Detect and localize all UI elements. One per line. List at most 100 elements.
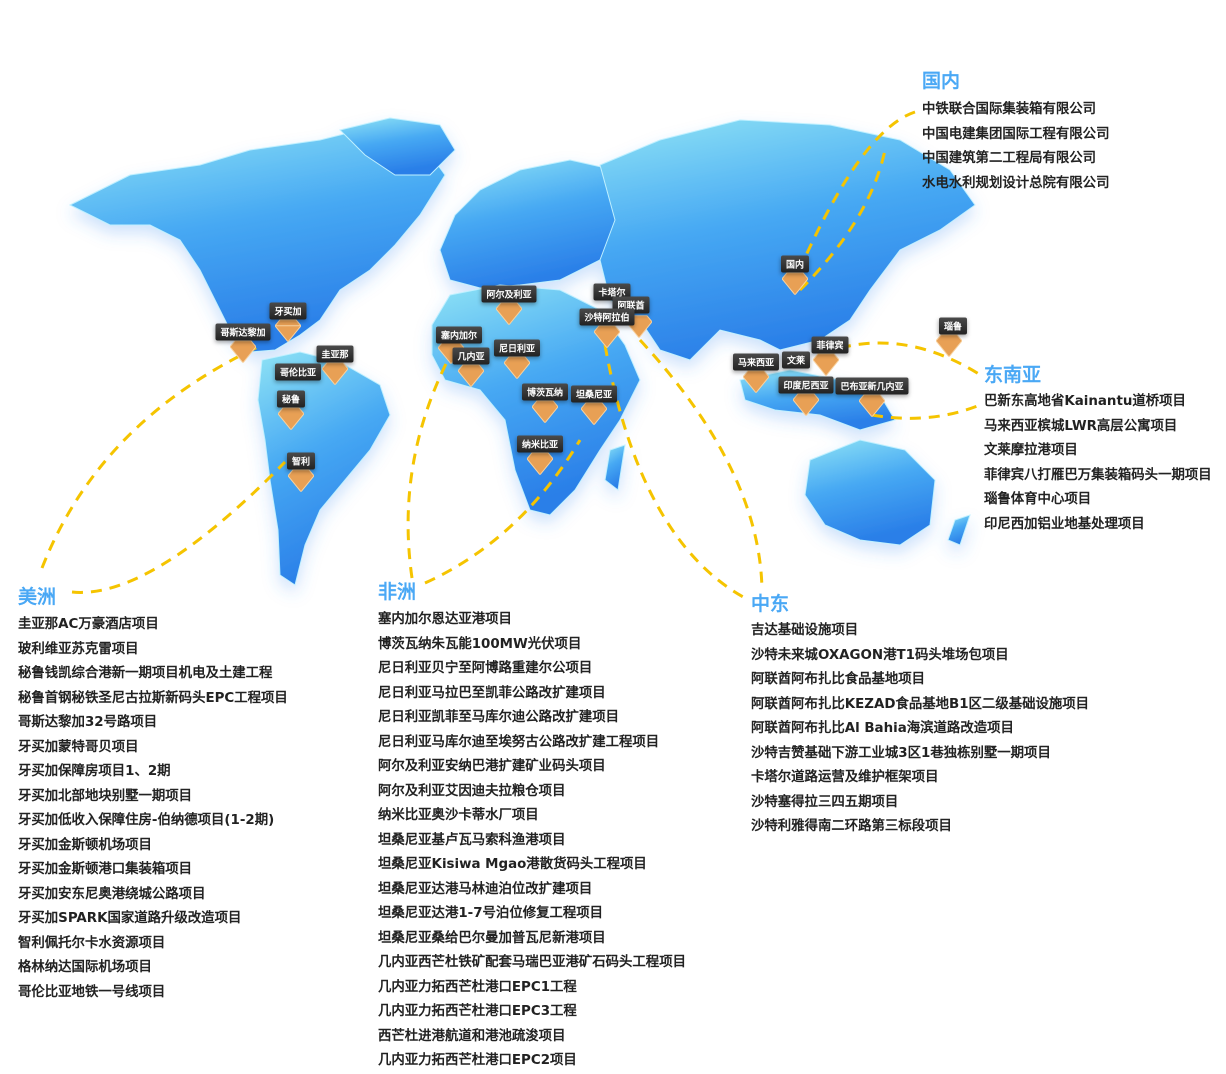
list-item: 阿联酋阿布扎比KEZAD食品基地B1区二级基础设施项目: [751, 696, 1090, 712]
list-item: 坦桑尼亚Kisiwa Mgao港散货码头工程项目: [378, 857, 647, 872]
marker-label: 智利: [286, 452, 316, 470]
marker-label: 马来西亚: [732, 353, 780, 371]
list-item: 几内亚力拓西芒杜港口EPC3工程: [378, 1004, 577, 1019]
route-domestic-2: [798, 149, 887, 292]
marker-label: 坦桑尼亚: [570, 385, 618, 403]
asia: [599, 119, 976, 361]
region-title-domestic: 国内: [922, 70, 961, 92]
route-mideast-1: [603, 344, 746, 600]
list-item: 牙买加安东尼奥港绕城公路项目: [18, 886, 206, 902]
marker-label: 牙买加: [269, 302, 307, 320]
list-item: 坦桑尼亚达港1-7号泊位修复工程项目: [378, 906, 604, 921]
marker-label: 巴布亚新几内亚: [835, 377, 909, 395]
marker-label: 纳米比亚: [516, 435, 564, 453]
marker-label: 文莱: [781, 351, 811, 369]
list-item: 吉达基础设施项目: [751, 623, 859, 638]
list-item: 格林纳达国际机场项目: [18, 960, 152, 975]
diamond-icon: [581, 402, 607, 425]
route-sea-2: [871, 403, 981, 420]
list-item: 沙特利雅得南二环路第三标段项目: [751, 819, 952, 834]
list-item: 西芒杜进港航道和港池疏浚项目: [378, 1028, 566, 1044]
list-item: 尼日利亚马拉巴至凯菲公路改扩建项目: [378, 685, 606, 701]
diamond-icon: [230, 340, 256, 363]
diamond-icon: [813, 353, 839, 376]
list-item: 智利佩托尔卡水资源项目: [18, 935, 166, 951]
list-item: 纳米比亚奥沙卡蒂水厂项目: [378, 808, 539, 823]
marker-label: 博茨瓦纳: [521, 383, 569, 401]
list-africa: 塞内加尔恩达亚港项目 博茨瓦纳朱瓦能100MW光伏项目 尼日利亚贝宁至阿博路重建…: [378, 608, 686, 1074]
list-item: 阿联酋阿布扎比食品基地项目: [751, 672, 926, 687]
diamond-icon: [504, 356, 530, 379]
list-item: 阿尔及利亚安纳巴港扩建矿业码头项目: [378, 759, 606, 774]
greenland: [339, 117, 456, 176]
list-middle-east: 吉达基础设施项目 沙特未来城OXAGON港T1码头堆场包项目 阿联酋阿布扎比食品…: [751, 619, 1089, 840]
list-item: 圭亚那AC万豪酒店项目: [18, 617, 159, 632]
route-americas-2: [71, 460, 287, 594]
diamond-icon: [288, 469, 314, 492]
list-item: 阿联酋阿布扎比Al Bahia海滨道路改造项目: [751, 721, 1014, 736]
marker-label: 塞内加尔: [435, 326, 483, 344]
marker-label: 秘鲁: [276, 390, 306, 408]
list-item: 博茨瓦纳朱瓦能100MW光伏项目: [378, 636, 582, 652]
list-item: 哥伦比亚地铁一号线项目: [18, 984, 166, 1000]
south-america: [257, 351, 391, 586]
list-item: 尼日利亚凯菲至马库尔迪公路改扩建项目: [378, 710, 620, 725]
list-item: 牙买加蒙特哥贝项目: [18, 739, 139, 755]
list-domestic: 中铁联合国际集装箱有限公司 中国电建集团国际工程有限公司 中国建筑第二工程局有限…: [922, 98, 1109, 196]
list-americas: 圭亚那AC万豪酒店项目 玻利维亚苏克雷项目 秘鲁钱凯综合港新一期项目机电及土建工…: [18, 613, 288, 1005]
route-mideast-2: [638, 338, 764, 591]
list-item: 几内亚力拓西芒杜港口EPC1工程: [378, 979, 577, 995]
diamond-icon: [458, 364, 484, 387]
diamond-icon: [936, 334, 962, 357]
list-item: 菲律宾八打雁巴万集装箱码头一期项目: [984, 467, 1212, 483]
list-item: 文莱摩拉港项目: [984, 443, 1078, 458]
list-item: 巴新东高地省Kainantu道桥项目: [984, 394, 1186, 409]
list-item: 卡塔尔道路运营及维护框架项目: [751, 770, 939, 785]
marker-label: 尼日利亚: [493, 339, 541, 357]
list-item: 沙特塞得拉三四五期项目: [751, 794, 899, 810]
list-item: 牙买加金斯顿港口集装箱项目: [18, 862, 193, 877]
marker-label: 沙特阿拉伯: [579, 308, 635, 326]
region-title-americas: 美洲: [18, 586, 57, 608]
list-item: 沙特未来城OXAGON港T1码头堆场包项目: [751, 647, 1009, 663]
madagascar: [604, 444, 626, 491]
list-item: 瑙鲁体育中心项目: [984, 492, 1092, 507]
route-americas-1: [40, 343, 263, 569]
route-africa-2: [424, 439, 582, 585]
list-item: 几内亚西芒杜铁矿配套马瑞巴亚港矿石码头工程项目: [378, 955, 686, 970]
list-item: 中国电建集团国际工程有限公司: [922, 126, 1110, 142]
diamond-icon: [278, 407, 304, 430]
diamond-icon: [594, 325, 620, 348]
europe: [439, 159, 621, 289]
marker-label: 卡塔尔: [593, 283, 631, 301]
diamond-icon: [527, 452, 553, 475]
diamond-icon: [532, 400, 558, 423]
marker-label: 国内: [780, 255, 810, 273]
list-item: 牙买加保障房项目1、2期: [18, 764, 171, 779]
route-domestic-1: [793, 110, 916, 281]
list-southeast-asia: 巴新东高地省Kainantu道桥项目 马来西亚槟城LWR高层公寓项目 文莱摩拉港…: [984, 390, 1212, 537]
region-title-middle-east: 中东: [751, 593, 790, 615]
marker-label: 哥斯达黎加: [215, 323, 271, 341]
list-item: 马来西亚槟城LWR高层公寓项目: [984, 418, 1178, 434]
marker-label: 哥伦比亚: [274, 363, 322, 381]
diamond-icon: [496, 302, 522, 325]
list-item: 沙特吉赞基础下游工业城3区1巷独栋别墅一期项目: [751, 745, 1051, 761]
list-item: 中铁联合国际集装箱有限公司: [922, 102, 1097, 117]
list-item: 中国建筑第二工程局有限公司: [922, 151, 1097, 166]
new-zealand: [947, 514, 971, 546]
list-item: 尼日利亚贝宁至阿博路重建尔公项目: [378, 661, 593, 676]
diamond-icon: [743, 370, 769, 393]
diamond-icon: [782, 272, 808, 295]
list-item: 秘鲁钱凯综合港新一期项目机电及土建工程: [18, 666, 273, 681]
list-item: 几内亚力拓西芒杜港口EPC2项目: [378, 1053, 577, 1068]
route-africa-1: [406, 351, 454, 579]
diamond-icon: [275, 319, 301, 342]
list-item: 牙买加北部地块别墅一期项目: [18, 788, 193, 804]
list-item: 坦桑尼亚桑给巴尔曼加普瓦尼新港项目: [378, 930, 606, 946]
list-item: 玻利维亚苏克雷项目: [18, 641, 139, 657]
list-item: 印尼西加铝业地基处理项目: [984, 516, 1145, 532]
diamond-icon: [322, 362, 348, 385]
list-item: 牙买加金斯顿机场项目: [18, 837, 152, 853]
